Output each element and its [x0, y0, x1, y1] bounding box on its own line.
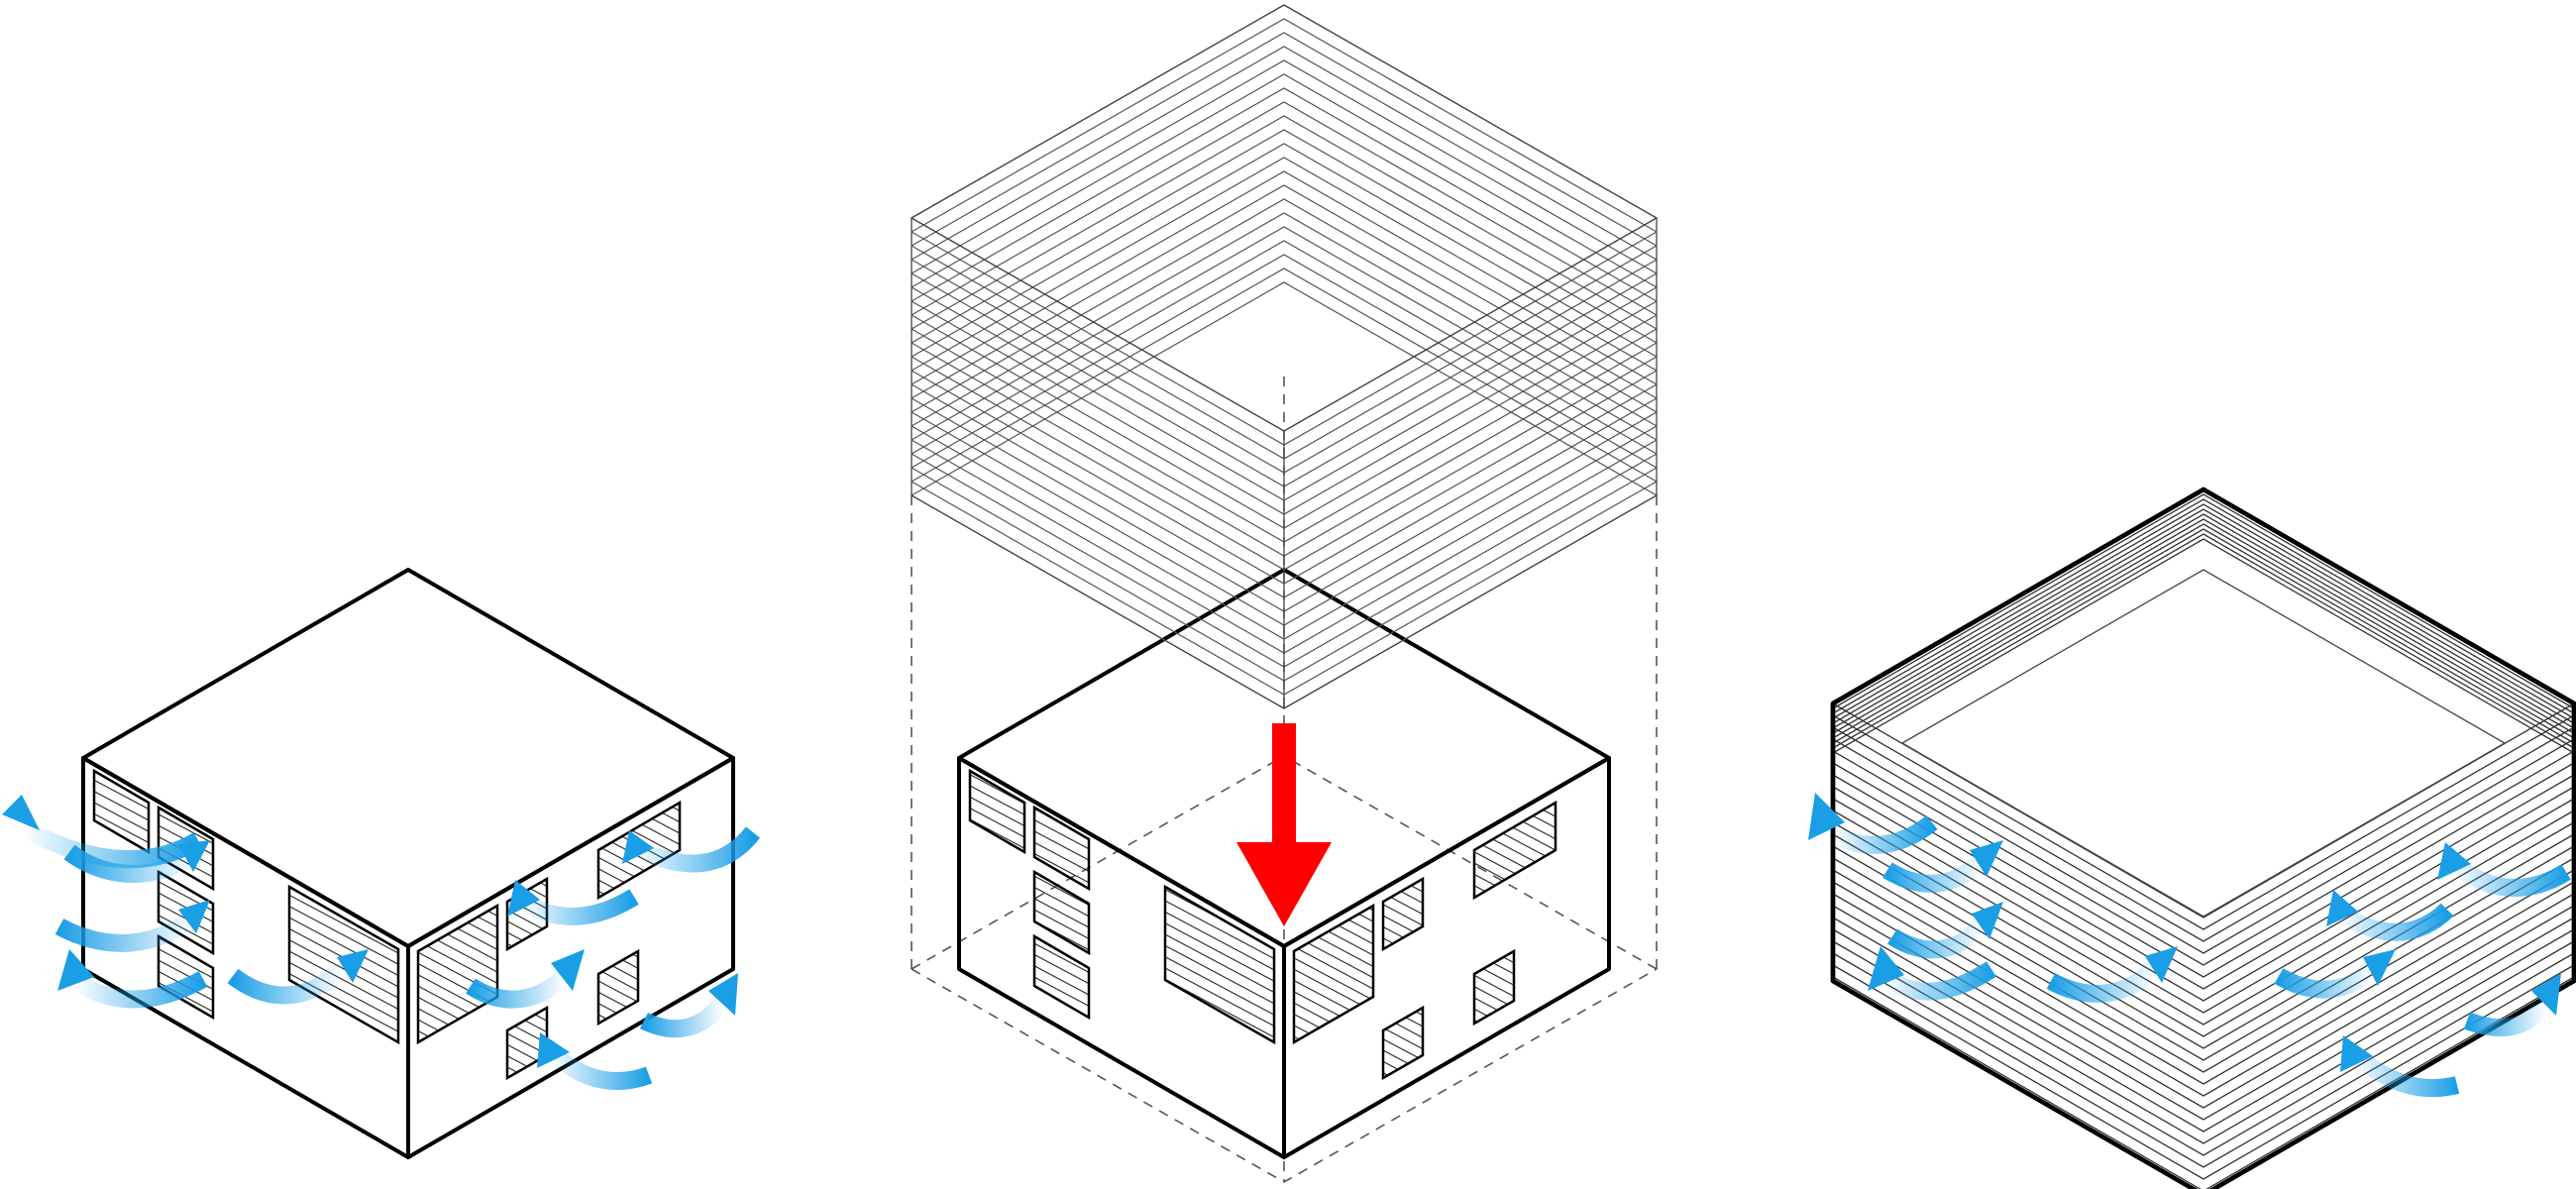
slat-line	[911, 32, 1658, 247]
slat-line	[1832, 738, 2575, 954]
window	[416, 903, 499, 1045]
window	[968, 768, 1026, 855]
airflow-arrow-icon	[63, 840, 210, 883]
building-box	[957, 568, 1611, 1159]
slat-line	[1832, 762, 2575, 978]
slat-line	[911, 281, 1658, 496]
window	[1163, 884, 1276, 1045]
panel-adding-enclosure	[910, 4, 1659, 1183]
airflow-arrow-icon	[2, 795, 203, 869]
window	[1472, 948, 1516, 1027]
slat-line	[1832, 928, 2575, 1144]
slat-line	[911, 87, 1658, 302]
airflow-arrow-icon	[1808, 793, 1938, 854]
slat-line	[1832, 523, 2575, 739]
slat-line	[911, 268, 1658, 483]
slat-line	[1832, 528, 2575, 744]
slat-line	[1832, 798, 2575, 1014]
slat-line	[1832, 952, 2575, 1168]
airflow-arrow-icon	[227, 949, 369, 1005]
slat-line	[1832, 833, 2575, 1049]
slat-line	[1832, 503, 2575, 719]
slat-line	[1832, 750, 2575, 966]
airflow-arrow-icon	[2463, 973, 2561, 1037]
slat-line	[911, 143, 1658, 358]
airflow-arrow-icon	[57, 949, 208, 1009]
window	[92, 768, 151, 855]
slat-line	[911, 129, 1658, 344]
window	[1381, 1005, 1425, 1081]
window	[1032, 933, 1091, 1021]
slat-line	[911, 4, 1658, 219]
slat-line	[1832, 976, 2575, 1189]
airflow-arrow-icon	[2326, 890, 2454, 941]
airflow-arrow-icon	[639, 973, 738, 1038]
slat-line	[1832, 821, 2575, 1037]
slat-line	[911, 198, 1658, 413]
enclosed-box	[1830, 486, 2576, 1189]
airflow-arrow-icon	[2274, 949, 2396, 999]
slat-line	[1832, 518, 2575, 734]
slat-line	[1832, 774, 2575, 990]
slat-line	[911, 240, 1658, 455]
building-box	[81, 568, 735, 1159]
slat-line	[1832, 508, 2575, 724]
window	[1032, 869, 1091, 956]
airflow-arrow-icon	[54, 900, 210, 952]
slat-line	[911, 254, 1658, 469]
slat-line	[911, 18, 1658, 233]
panel-existing-building	[2, 568, 761, 1159]
airflow-arrow-icon	[537, 1032, 653, 1090]
window	[1292, 903, 1375, 1045]
slat-line	[1832, 714, 2575, 930]
down-arrow-icon	[1236, 723, 1332, 926]
slat-line	[911, 212, 1658, 427]
airflow-arrow-icon	[466, 949, 585, 1009]
slat-line	[911, 226, 1658, 441]
slat-line	[1832, 538, 2575, 754]
slat-line	[911, 245, 1658, 460]
slat-line	[1832, 533, 2575, 749]
slat-line	[911, 170, 1658, 385]
airflow-arrow-icon	[622, 826, 761, 873]
airflow-arrow-icon	[507, 880, 639, 925]
window	[157, 933, 215, 1021]
slat-line	[1832, 786, 2575, 1002]
slat-line	[911, 184, 1658, 399]
slat-line	[1832, 857, 2575, 1073]
slat-line	[1832, 498, 2575, 714]
airflow-arrows	[2, 795, 761, 1090]
window	[1472, 800, 1557, 901]
airflow-arrow-icon	[1882, 840, 2003, 893]
slat-line	[1832, 726, 2575, 942]
slat-line	[911, 101, 1658, 316]
airflow-arrow-icon	[1887, 902, 2003, 959]
window-group	[968, 768, 1557, 1081]
airflow-arrows	[1808, 793, 2571, 1098]
airflow-arrow-icon	[2437, 842, 2571, 897]
slat-line	[911, 157, 1658, 372]
window	[596, 948, 640, 1027]
airflow-arrow-icon	[2046, 946, 2178, 1003]
slat-line	[911, 46, 1658, 261]
slat-line	[911, 115, 1658, 330]
window	[1381, 876, 1425, 952]
slat-line	[911, 73, 1658, 288]
slat-line	[1832, 513, 2575, 729]
slat-line	[911, 59, 1658, 274]
airflow-arrow-icon	[2340, 1035, 2460, 1098]
slat-line	[1832, 964, 2575, 1180]
slat-line	[1832, 940, 2575, 1156]
slat-line	[1832, 488, 2575, 704]
airflow-arrow-icon	[1868, 946, 1996, 1001]
slat-line	[1832, 493, 2575, 709]
slat-line	[1832, 893, 2575, 1109]
window	[1032, 805, 1091, 892]
panel-enclosed-building	[1808, 486, 2576, 1189]
enclosure-frame	[910, 4, 1659, 709]
